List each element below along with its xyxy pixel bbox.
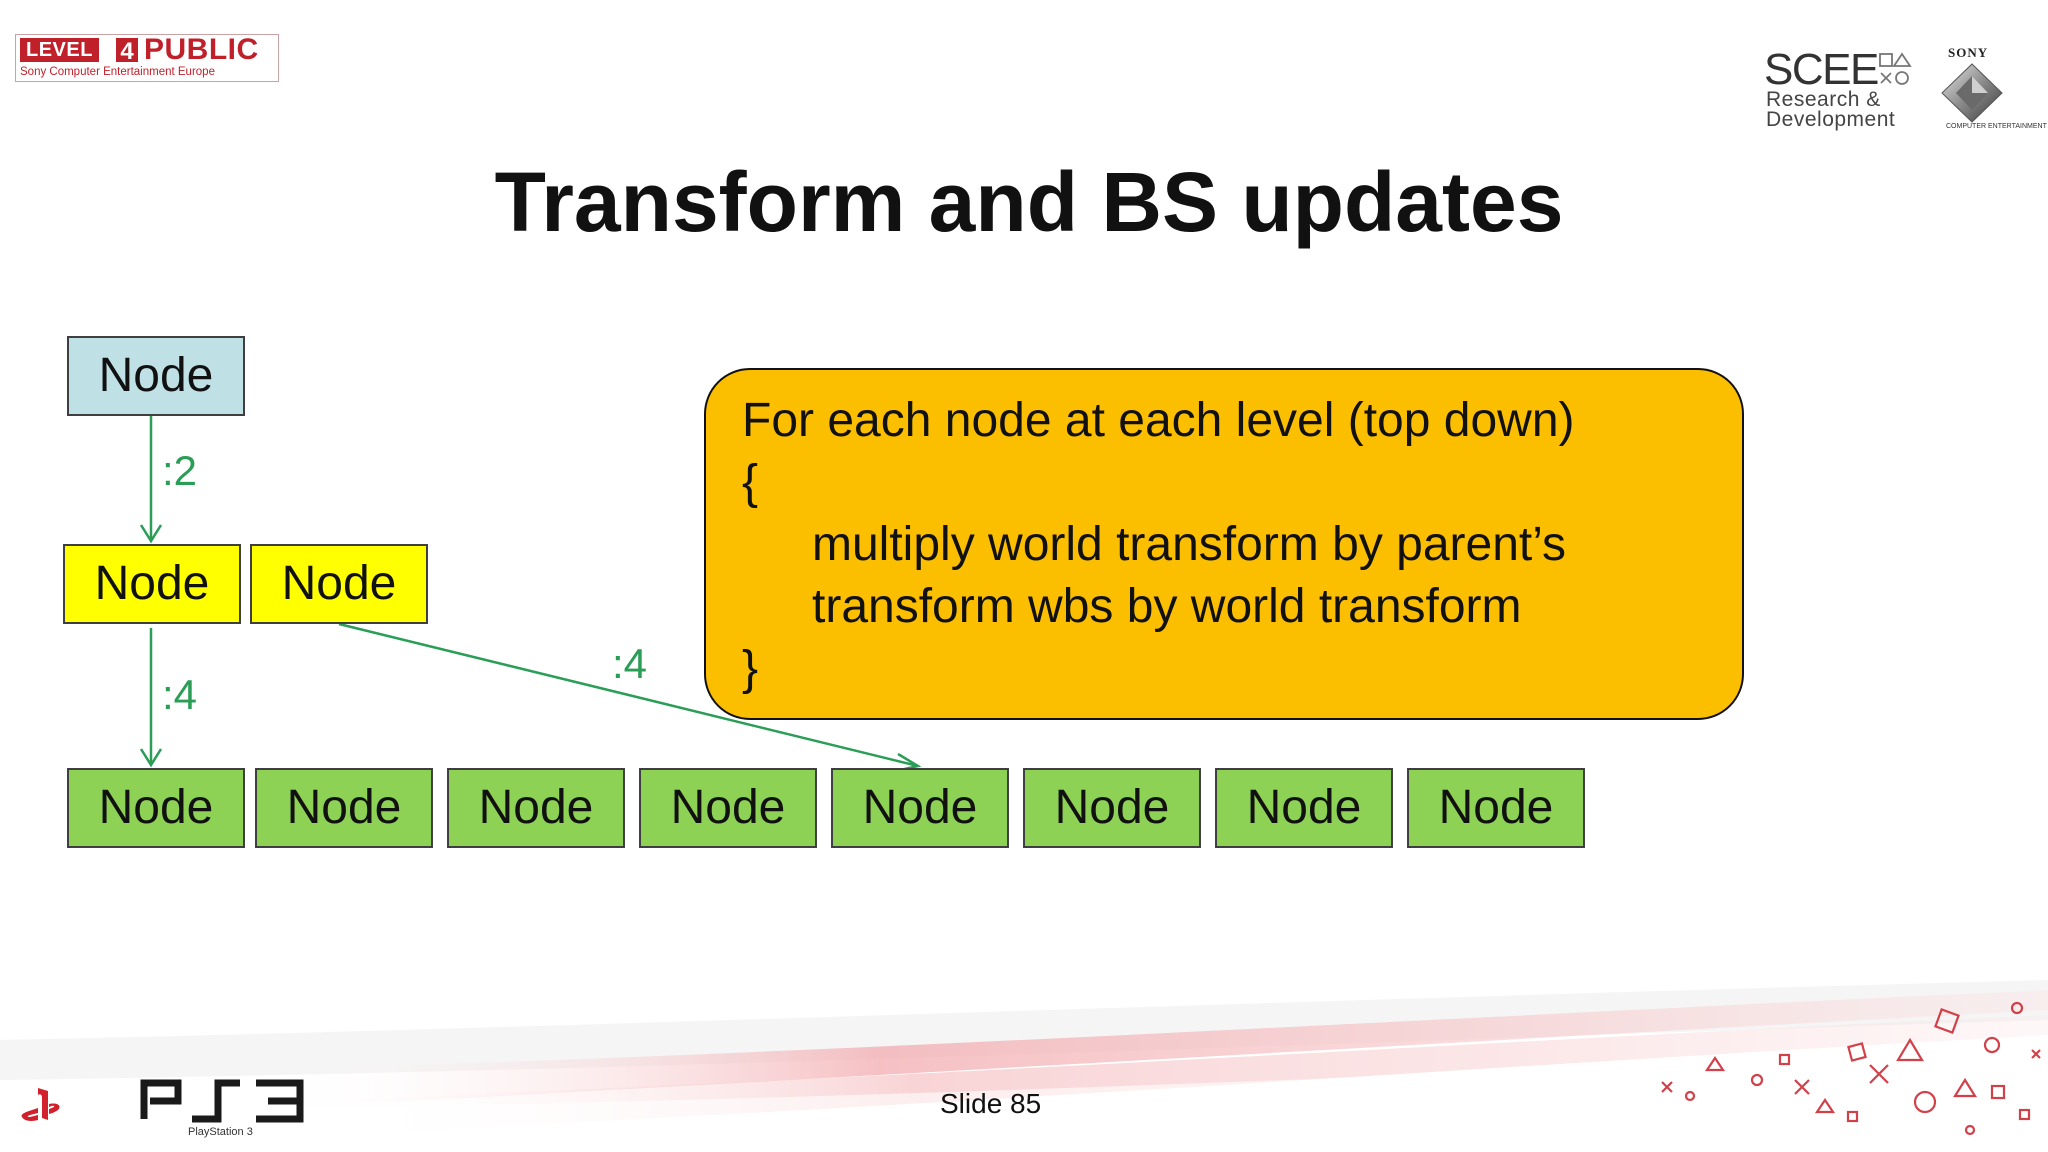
- node-level2: Node: [1407, 768, 1585, 848]
- pseudocode-callout: For each node at each level (top down) {…: [704, 368, 1744, 720]
- sony-caption: COMPUTER ENTERTAINMENT: [1946, 123, 2047, 130]
- scee-subtitle: Research & Development: [1766, 88, 1896, 131]
- node-level2: Node: [1215, 768, 1393, 848]
- playstation-shapes-confetti: [1661, 1001, 2041, 1136]
- edge-label-level1a: :4: [162, 671, 198, 718]
- edge-label-root: :2: [162, 447, 198, 494]
- ps3-logo-icon: [140, 1079, 304, 1123]
- node-level2: Node: [447, 768, 625, 848]
- node-level2: Node: [1023, 768, 1201, 848]
- node-level2: Node: [639, 768, 817, 848]
- footer-waves: [0, 980, 2048, 1152]
- scee-logo: SCEE Research & Development: [1764, 48, 1914, 130]
- edge-arrowhead: [139, 748, 163, 768]
- code-line: For each node at each level (top down): [742, 394, 1575, 447]
- playstation-logo-icon: [21, 1088, 60, 1121]
- node-level2: Node: [831, 768, 1009, 848]
- scee-word: SCEE: [1764, 45, 1879, 94]
- slide-number: Slide 85: [940, 1088, 1042, 1119]
- node-level2: Node: [255, 768, 433, 848]
- ps3-caption: PlayStation 3: [188, 1126, 253, 1138]
- edge-label-level1b: :4: [612, 640, 648, 687]
- code-line: }: [742, 642, 759, 695]
- edge-arrowhead: [139, 524, 163, 544]
- badge-level: LEVEL: [20, 38, 99, 62]
- node-level1: Node: [250, 544, 428, 624]
- node-root: Node: [67, 336, 245, 416]
- sony-wordmark: SONY: [1948, 45, 1989, 60]
- level-public-badge: LEVEL 4 PUBLIC Sony Computer Entertainme…: [15, 34, 279, 82]
- sony-diamond-icon: [1941, 63, 2003, 123]
- code-line: {: [742, 456, 759, 509]
- code-line: multiply world transform by parent’s: [812, 518, 1567, 571]
- slide-title: Transform and BS updates: [494, 155, 1564, 249]
- badge-public: PUBLIC: [144, 33, 259, 66]
- badge-company: Sony Computer Entertainment Europe: [20, 66, 215, 78]
- node-level2: Node: [67, 768, 245, 848]
- badge-number: 4: [114, 36, 140, 65]
- code-line: transform wbs by world transform: [812, 580, 1522, 633]
- edge-level1b-to-level2: [338, 622, 919, 768]
- scee-shapes-icon: [1879, 52, 1912, 85]
- node-level1: Node: [63, 544, 241, 624]
